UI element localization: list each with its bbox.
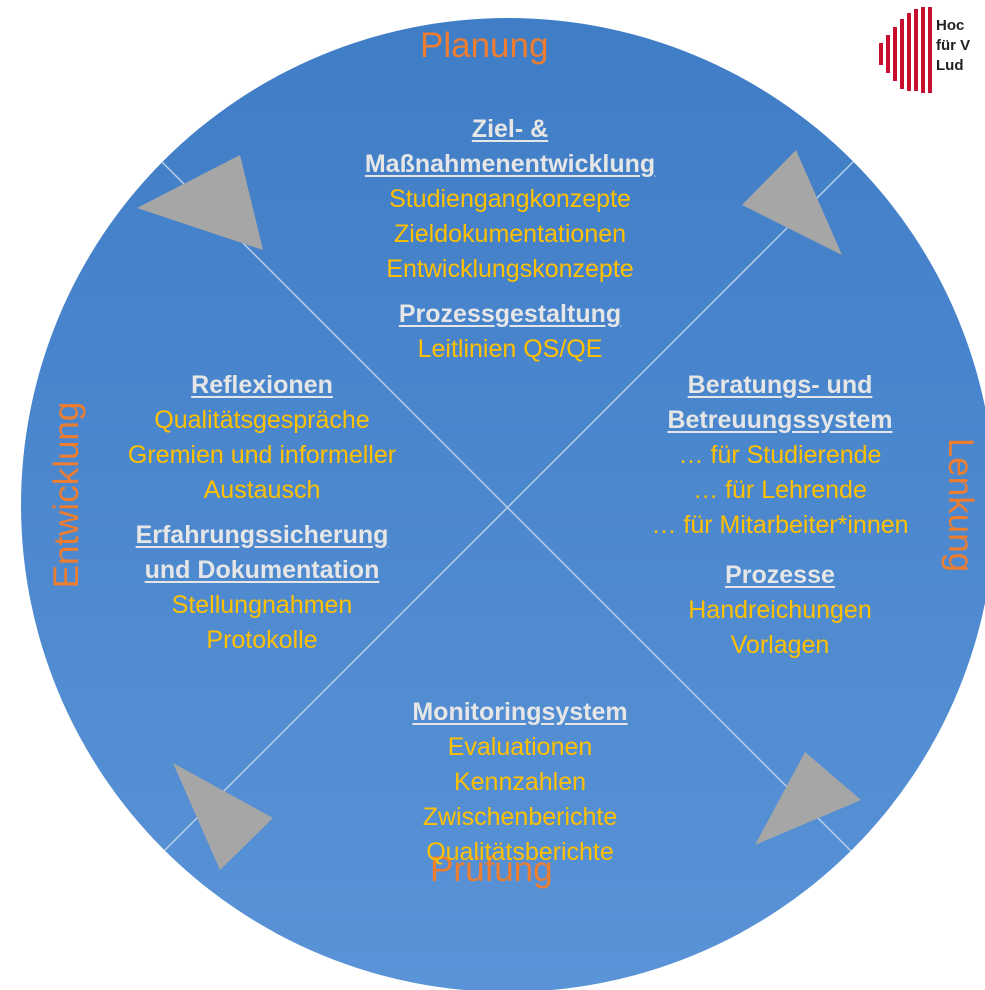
phase-top-label: Planung xyxy=(420,26,549,65)
top-item-2: Zieldokumentationen xyxy=(393,220,627,248)
left-item-5: Protokolle xyxy=(206,626,318,654)
right-heading-1: Beratungs- und xyxy=(687,371,873,399)
divider-line-2 xyxy=(109,109,906,906)
logo-line-2: für V xyxy=(936,37,971,54)
top-heading-2: Maßnahmenentwicklung xyxy=(364,150,656,178)
left-item-2: Gremien und informeller xyxy=(127,441,397,469)
top-heading-1: Ziel- & xyxy=(471,115,549,143)
quadrant-right: Beratungs- und Betreuungssystem … für St… xyxy=(610,368,950,663)
right-item-5: Vorlagen xyxy=(730,631,830,659)
logo-line-3: Lud xyxy=(936,57,964,74)
quadrant-top: Ziel- & Maßnahmenentwicklung Studiengang… xyxy=(300,112,720,367)
right-item-2: … für Lehrende xyxy=(693,476,867,504)
right-item-1: … für Studierende xyxy=(678,441,882,469)
arrow-top-right xyxy=(742,150,842,255)
university-logo xyxy=(876,5,985,95)
quadrant-left: Reflexionen Qualitätsgespräche Gremien u… xyxy=(82,368,442,658)
right-heading-3: Prozesse xyxy=(725,561,835,589)
left-heading-2: Erfahrungssicherung xyxy=(135,521,389,549)
left-heading-3: und Dokumentation xyxy=(144,556,380,584)
phase-bottom-label: Prüfung xyxy=(430,850,553,889)
bottom-heading-1: Monitoringsystem xyxy=(412,698,628,726)
right-item-3: … für Mitarbeiter*innen xyxy=(651,511,909,539)
logo-stripes-icon xyxy=(879,7,932,93)
left-item-4: Stellungnahmen xyxy=(171,591,353,619)
quadrant-bottom: Monitoringsystem Evaluationen Kennzahlen… xyxy=(330,695,710,870)
logo-text: Hoc für V Lud xyxy=(936,16,970,76)
logo-line-1: Hoc xyxy=(936,17,965,34)
top-item-3: Entwicklungskonzepte xyxy=(386,255,634,283)
phase-left-label: Entwicklung xyxy=(47,401,86,589)
top-heading-3: Prozessgestaltung xyxy=(398,300,622,328)
arrow-bottom-right xyxy=(755,752,861,845)
bottom-item-1: Evaluationen xyxy=(447,733,593,761)
arrow-bottom-left xyxy=(173,763,273,870)
left-heading-1: Reflexionen xyxy=(191,371,333,399)
top-item-1: Studiengangkonzepte xyxy=(389,185,631,213)
right-item-4: Handreichungen xyxy=(688,596,872,624)
left-item-1: Qualitätsgespräche xyxy=(154,406,370,434)
left-item-3: Austausch xyxy=(203,476,321,504)
arrow-top-left xyxy=(137,155,263,250)
bottom-item-4: Qualitätsberichte xyxy=(426,838,614,866)
bottom-item-2: Kennzahlen xyxy=(453,768,587,796)
bottom-item-3: Zwischenberichte xyxy=(422,803,618,831)
top-item-4: Leitlinien QS/QE xyxy=(417,335,603,363)
right-heading-2: Betreuungssystem xyxy=(667,406,893,434)
